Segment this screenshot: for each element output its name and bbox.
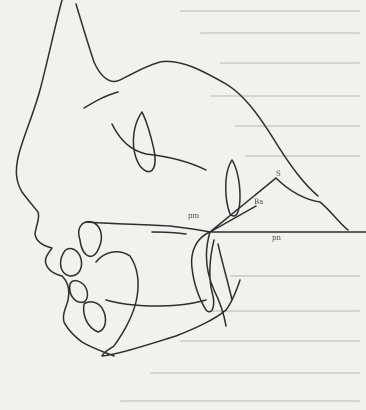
tooth-crown [70, 281, 88, 303]
landmark-label-baseline-end: pn [272, 234, 281, 242]
palatal-plane [86, 222, 210, 232]
landmark-label-ray: Ba [254, 198, 263, 206]
skull-outline [76, 4, 318, 196]
mandible-inner [106, 300, 206, 306]
orbit-curve [84, 92, 118, 108]
maxilla-contour [112, 124, 206, 170]
ray-mid [210, 206, 256, 232]
facial-profile [16, 0, 114, 356]
teardrop-structure [226, 160, 240, 216]
sinus-loop [133, 112, 155, 172]
upper-incisor [79, 222, 102, 257]
landmark-label-upper: S [276, 170, 281, 178]
chin-loop [84, 302, 106, 332]
clivus-curve [276, 178, 348, 230]
inner-curve [152, 232, 186, 234]
landmark-label-vertex: pm [188, 212, 199, 220]
mandible-outline [96, 252, 240, 356]
inner-loop [218, 244, 232, 300]
lower-incisor [61, 249, 82, 276]
ray-upper [210, 178, 276, 232]
tongue-loop [192, 232, 214, 312]
